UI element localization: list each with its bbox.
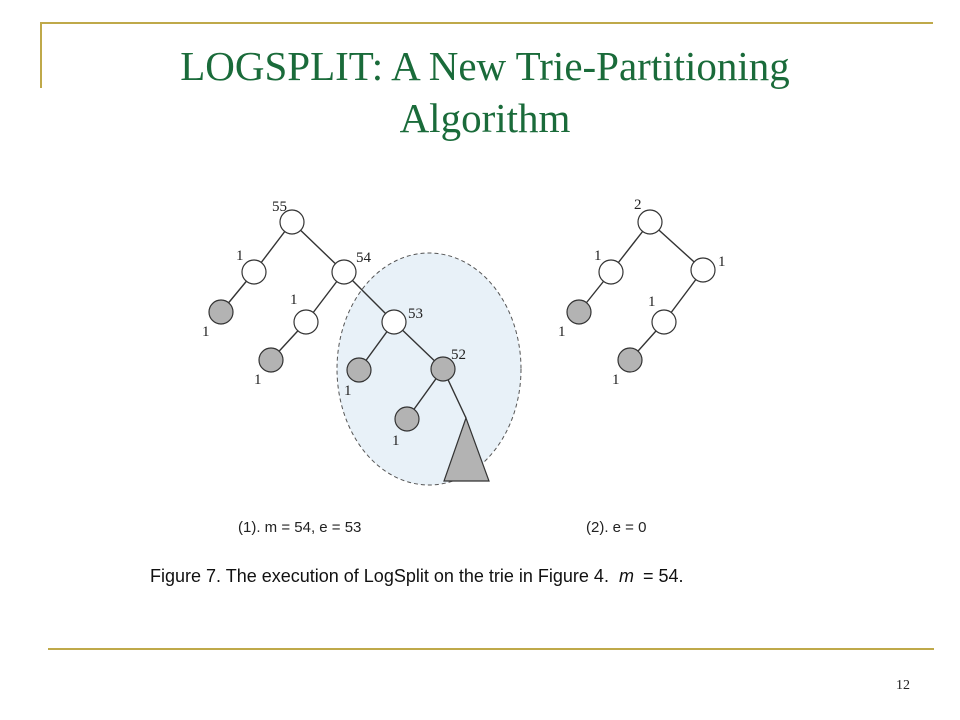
node-52 [430, 356, 456, 382]
frame-left-rule [40, 22, 42, 88]
frame-bottom-rule [48, 648, 934, 650]
panel2-labels: 2 1 1 1 1 1 [558, 197, 726, 388]
title-line-2: Algorithm [399, 95, 571, 141]
figure-caption-var: m [619, 566, 634, 586]
leaf-node [566, 299, 592, 325]
label-one: 1 [594, 248, 602, 264]
label-54: 54 [356, 250, 372, 266]
label-one: 1 [648, 294, 656, 310]
label-53: 53 [408, 306, 423, 322]
leaf-node [394, 406, 420, 432]
page-number: 12 [896, 678, 910, 693]
label-one: 1 [254, 372, 262, 388]
node-mid-1 [651, 309, 677, 335]
label-one: 1 [202, 324, 210, 340]
subtree-triangle [443, 416, 490, 482]
label-one: 1 [236, 248, 244, 264]
leaf-node [208, 299, 234, 325]
label-one: 1 [392, 433, 400, 449]
label-one: 1 [612, 372, 620, 388]
label-55: 55 [272, 199, 287, 215]
leaf-node [346, 357, 372, 383]
leaf-node [617, 347, 643, 373]
frame-top-rule [40, 22, 933, 24]
node-left-1 [241, 259, 267, 285]
panel2-edges [578, 221, 704, 361]
label-52: 52 [451, 347, 466, 363]
panel1-nodes [208, 209, 490, 482]
label-one: 1 [718, 254, 726, 270]
label-one: 1 [558, 324, 566, 340]
title-line-1: LOGSPLIT: A New Trie-Partitioning [180, 43, 790, 89]
node-left-1 [598, 259, 624, 285]
figure-caption: Figure 7. The execution of LogSplit on t… [150, 566, 684, 586]
panel2-nodes [566, 209, 716, 373]
label-2: 2 [634, 197, 642, 213]
node-right-1 [690, 257, 716, 283]
panel1-caption: (1). m = 54, e = 53 [238, 519, 361, 536]
node-root [637, 209, 663, 235]
label-one: 1 [344, 383, 352, 399]
node-root [279, 209, 305, 235]
figure-caption-prefix: Figure 7. The execution of LogSplit on t… [150, 566, 609, 586]
slide-title: LOGSPLIT: A New Trie-Partitioning Algori… [100, 40, 870, 144]
label-one: 1 [290, 292, 298, 308]
leaf-node [258, 347, 284, 373]
node-54 [331, 259, 357, 285]
node-53 [381, 309, 407, 335]
panel1-labels: 55 54 53 52 1 1 1 1 1 1 [202, 199, 466, 449]
figure-caption-eq: = 54. [643, 566, 684, 586]
panel2-caption: (2). e = 0 [586, 519, 646, 536]
node-mid-1 [293, 309, 319, 335]
